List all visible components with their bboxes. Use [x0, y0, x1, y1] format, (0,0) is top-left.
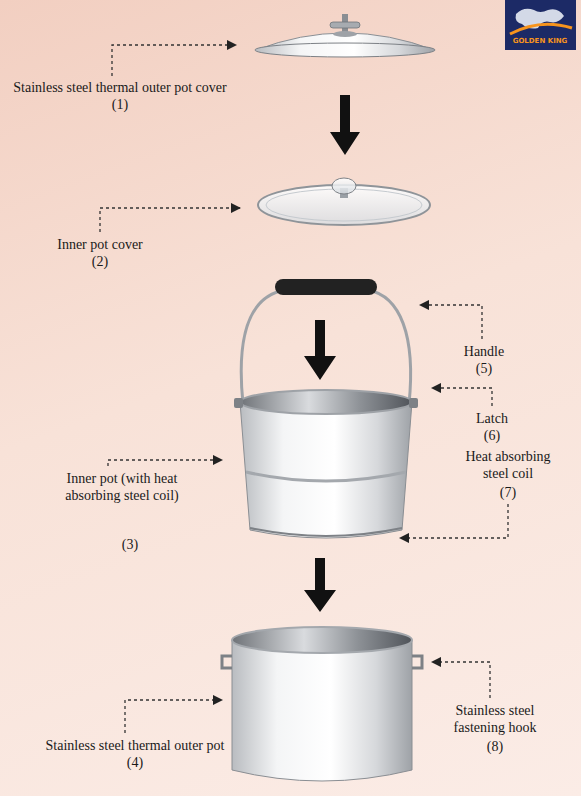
callout-number: (1)	[112, 96, 128, 113]
callout-number: (5)	[476, 360, 492, 377]
part-name: Stainless steel thermal outer pot cover	[13, 79, 226, 96]
assembly-arrow	[304, 558, 336, 612]
part-name: Stainless steel fastening hook	[435, 702, 555, 736]
part-name: Latch	[476, 410, 508, 427]
part-name: Inner pot cover	[57, 236, 143, 253]
callout-number: (7)	[500, 484, 516, 501]
leader-line	[108, 460, 222, 466]
inner-pot-cover	[258, 178, 430, 225]
inner-pot	[234, 279, 418, 538]
callout-number: (4)	[127, 754, 143, 771]
leader-line	[125, 700, 222, 733]
logo-text: GOLDEN KING	[513, 37, 568, 46]
leader-line	[400, 504, 508, 538]
callout-number: (8)	[487, 738, 503, 755]
leader-line	[100, 208, 240, 232]
part-name: Heat absorbing steel coil	[452, 448, 564, 482]
part-name: Stainless steel thermal outer pot	[46, 737, 225, 754]
outer-pot	[222, 627, 422, 781]
leader-line	[432, 662, 490, 698]
leader-line	[112, 45, 236, 76]
part-name: Inner pot (with heat absorbing steel coi…	[40, 470, 205, 504]
part-name: Handle	[464, 343, 504, 360]
callout-number: (6)	[484, 427, 500, 444]
logo-box	[505, 0, 576, 50]
leader-line	[432, 388, 492, 406]
assembly-arrow	[330, 95, 360, 155]
assembly-arrow	[304, 320, 336, 380]
callout-number: (2)	[92, 253, 108, 270]
logo-swoosh	[510, 24, 572, 34]
outer-pot-cover	[255, 14, 435, 57]
leader-lines	[100, 45, 508, 733]
callout-number: (3)	[122, 536, 138, 553]
leader-line	[420, 305, 482, 339]
